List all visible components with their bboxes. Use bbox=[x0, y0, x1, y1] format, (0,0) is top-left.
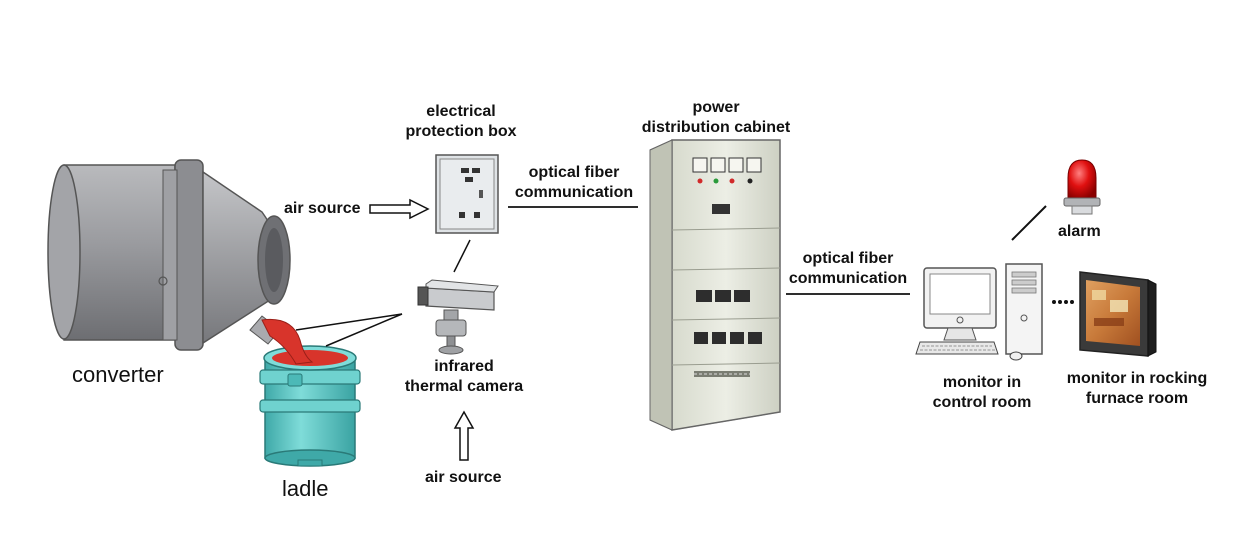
monitor-furnace-label: monitor in rocking furnace room bbox=[1066, 370, 1208, 407]
monitor-control-label: monitor in control room bbox=[932, 374, 1032, 411]
protection-box-illustration bbox=[435, 154, 499, 234]
alarm-label: alarm bbox=[1058, 223, 1101, 240]
air-source-label-bottom: air source bbox=[425, 469, 502, 486]
converter-label: converter bbox=[72, 362, 164, 387]
thermal-camera-illustration bbox=[417, 279, 499, 355]
ladle-illustration bbox=[259, 318, 361, 467]
air-source-arrow-right bbox=[369, 198, 430, 220]
box-camera-link bbox=[453, 239, 471, 273]
protection-box-label: electrical protection box bbox=[405, 103, 517, 140]
ladle-label: ladle bbox=[282, 476, 329, 501]
converter-illustration bbox=[47, 159, 291, 351]
alarm-link bbox=[1011, 205, 1047, 241]
monitor-link-dots bbox=[1052, 300, 1074, 304]
furnace-room-monitor-illustration bbox=[1079, 271, 1157, 357]
alarm-light-illustration bbox=[1063, 159, 1101, 215]
optical-fiber-label-1: optical fiber communication bbox=[514, 164, 634, 201]
air-source-arrow-up bbox=[453, 410, 475, 461]
air-source-label-left: air source bbox=[284, 200, 361, 217]
distribution-cabinet-illustration bbox=[649, 139, 781, 431]
camera-sight-lines bbox=[295, 313, 403, 347]
optical-fiber-label-2: optical fiber communication bbox=[788, 250, 908, 287]
control-room-computer-illustration bbox=[915, 263, 1043, 361]
cabinet-label: power distribution cabinet bbox=[641, 99, 791, 136]
camera-label: infrared thermal camera bbox=[404, 358, 524, 395]
